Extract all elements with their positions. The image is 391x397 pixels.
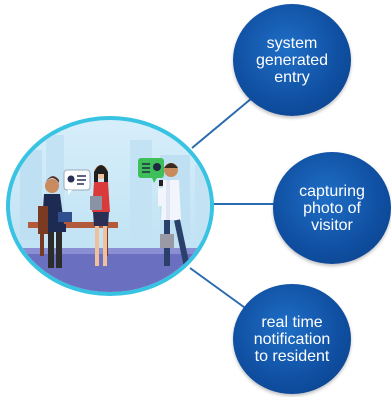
node-label: capturing photo of visitor <box>299 182 365 234</box>
node-real-time-notification: real time notification to resident <box>233 284 351 394</box>
node-label: system generated entry <box>255 34 329 86</box>
desk <box>28 222 118 228</box>
node-label: real time notification to resident <box>253 313 331 365</box>
connector-line-1 <box>191 97 253 149</box>
seated-man-figure <box>38 176 72 268</box>
node-capturing-photo-of-visitor: capturing photo of visitor <box>273 152 391 264</box>
connector-line-3 <box>189 267 249 311</box>
visitor-figure <box>158 163 190 266</box>
id-card-bubble-icon <box>138 158 164 183</box>
id-card-bubble-icon <box>63 169 91 195</box>
hub-illustration <box>6 116 214 296</box>
woman-figure <box>90 165 110 266</box>
node-system-generated-entry: system generated entry <box>233 4 351 116</box>
